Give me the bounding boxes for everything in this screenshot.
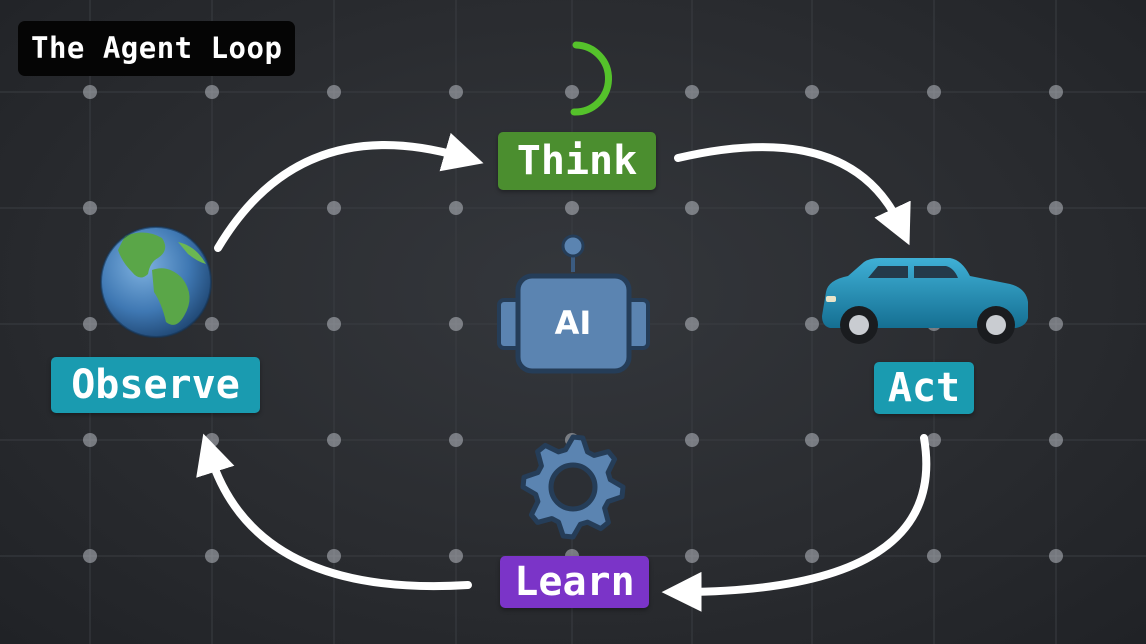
grid-dot <box>327 433 341 447</box>
grid-dot <box>1049 317 1063 331</box>
grid-dot <box>327 201 341 215</box>
grid-dot <box>83 317 97 331</box>
grid-dot <box>805 549 819 563</box>
grid-dot <box>685 85 699 99</box>
grid-dot <box>449 433 463 447</box>
grid-dot <box>565 433 579 447</box>
grid-dot <box>327 317 341 331</box>
grid-dot <box>805 201 819 215</box>
grid-dot <box>1049 549 1063 563</box>
grid-dot <box>805 85 819 99</box>
grid-dot <box>927 201 941 215</box>
grid-dot <box>565 85 579 99</box>
grid-dot <box>83 85 97 99</box>
grid-dot <box>927 433 941 447</box>
grid-dot <box>685 317 699 331</box>
grid-dot <box>83 549 97 563</box>
stage-label-observe: Observe <box>51 357 260 413</box>
grid-dot <box>685 201 699 215</box>
grid-dot <box>449 549 463 563</box>
grid-dot <box>205 85 219 99</box>
grid-dot <box>205 549 219 563</box>
grid-dot <box>449 85 463 99</box>
grid-dot <box>205 317 219 331</box>
grid-dot <box>565 201 579 215</box>
grid-dot <box>927 85 941 99</box>
grid-dot <box>327 85 341 99</box>
grid-dot <box>449 201 463 215</box>
stage-label-act: Act <box>874 362 974 414</box>
grid-dot <box>83 433 97 447</box>
grid-dot <box>1049 201 1063 215</box>
grid-dot <box>83 201 97 215</box>
diagram-title: The Agent Loop <box>18 21 296 76</box>
grid-dot <box>805 433 819 447</box>
grid-dot <box>205 201 219 215</box>
grid-dot <box>327 549 341 563</box>
grid-dot <box>1049 433 1063 447</box>
grid-dot <box>685 433 699 447</box>
grid-dot <box>449 317 463 331</box>
grid-dot <box>805 317 819 331</box>
grid-dot <box>927 549 941 563</box>
grid-dot <box>685 549 699 563</box>
stage-label-learn: Learn <box>500 556 649 608</box>
grid-dot <box>205 433 219 447</box>
grid-dot <box>927 317 941 331</box>
grid-dot <box>565 317 579 331</box>
grid-dot <box>1049 85 1063 99</box>
stage-label-think: Think <box>498 132 656 190</box>
